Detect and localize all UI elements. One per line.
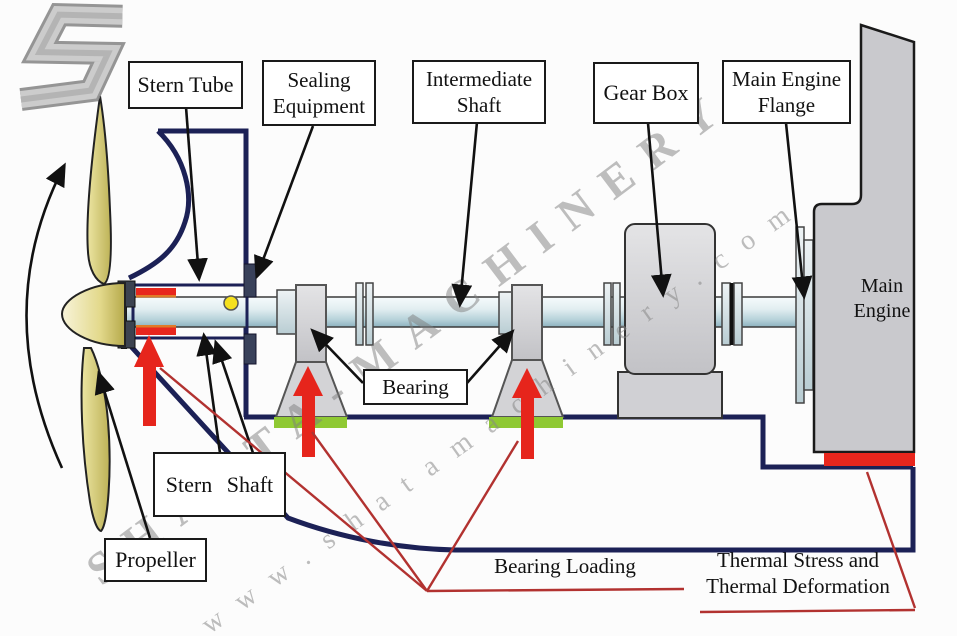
label-stern-shaft: Stern Shaft: [153, 452, 286, 517]
label-flange-line1: Main Engine: [731, 66, 842, 91]
engine-flange-plate-2: [803, 239, 814, 391]
shaft-sleeve-1: [276, 289, 298, 335]
label-bearing: Bearing: [363, 369, 468, 405]
bearing-loading-underline: [426, 587, 685, 593]
propeller-hub: [60, 281, 126, 348]
label-stern-tube-text: Stern Tube: [137, 72, 234, 98]
stern-tube-bearing-lower-liner: [136, 325, 176, 328]
label-flange-line2: Flange: [757, 93, 816, 117]
label-propeller: Propeller: [104, 538, 207, 582]
propeller-boss-plate: [121, 281, 127, 349]
propeller-boss-lower: [117, 320, 136, 349]
bearing-chock-2: [489, 417, 563, 428]
coupling-c-plate-1: [721, 282, 731, 346]
engine-flange-plate-1: [795, 226, 805, 404]
watermark-brand: SHATTA-MACHINERY: [76, 76, 742, 595]
label-main-engine-line1: Main: [860, 275, 904, 297]
label-main-engine: Main Engine: [826, 274, 938, 324]
coupling-b-plate-2: [612, 282, 621, 346]
load-arrow-bearing-2: [512, 368, 542, 459]
coupling-a-plate-2: [365, 282, 374, 346]
seal-block-lower: [243, 333, 257, 365]
label-thermal-line1: Thermal Stress and: [716, 548, 880, 572]
stern-frame-curve: [127, 129, 192, 281]
label-propeller-text: Propeller: [115, 547, 196, 573]
label-sealing-line1: Sealing: [287, 67, 351, 92]
label-sealing-line2: Equipment: [272, 94, 366, 118]
stern-tube-bearing-upper-liner: [136, 295, 176, 298]
engine-seating-thermal-strip: [824, 453, 915, 466]
propeller-pointer: [94, 370, 152, 539]
label-intermediate-line1: Intermediate: [425, 66, 533, 91]
stern-shaft-pointer-1: [196, 332, 222, 454]
sealing-equipment-pointer: [254, 125, 315, 280]
label-bearing-loading-text: Bearing Loading: [494, 554, 636, 578]
label-stern-tube: Stern Tube: [128, 61, 243, 109]
bearing-loading-lead-2: [311, 431, 428, 592]
propeller-rotation-arrow: [25, 162, 66, 469]
label-main-engine-line2: Engine: [853, 300, 911, 322]
label-intermediate-line2: Shaft: [456, 93, 502, 117]
hull-bottom-line: [124, 339, 916, 553]
lubrication-point-dot: [223, 295, 239, 311]
propulsion-shaft: [123, 296, 807, 328]
bearing-housing-2: [511, 284, 543, 361]
bearing-pedestal-2: [490, 359, 565, 418]
stern-tube-bearing-upper: [136, 288, 176, 297]
bearing-housing-1: [295, 284, 327, 363]
engine-room-floor-line: [244, 414, 913, 470]
stern-tube-bore: [131, 283, 249, 340]
propeller-blade-lower: [80, 347, 111, 533]
label-intermediate-shaft: Intermediate Shaft: [412, 60, 546, 124]
stern-tube-casing-line: [158, 128, 249, 417]
label-gear-box-text: Gear Box: [603, 80, 689, 106]
stern-tube-bearing-lower: [136, 326, 176, 335]
label-thermal-stress: Thermal Stress and Thermal Deformation: [697, 547, 899, 600]
brand-logo-s: [19, 2, 126, 111]
engine-flange-pointer: [784, 122, 813, 300]
bearing-pointer-left: [310, 328, 364, 384]
gearbox-body: [624, 223, 716, 375]
bearing-chock-1: [274, 417, 347, 428]
seal-block-upper: [243, 263, 257, 298]
label-bearing-loading: Bearing Loading: [470, 553, 660, 579]
label-gear-box: Gear Box: [593, 62, 699, 124]
label-sealing-equipment: Sealing Equipment: [262, 60, 376, 126]
stern-tube-pointer: [184, 106, 208, 282]
coupling-a-plate-1: [355, 282, 364, 346]
load-arrow-bearing-1: [293, 366, 323, 457]
gearbox-base: [617, 371, 723, 419]
coupling-b-plate-1: [603, 282, 612, 346]
bearing-pedestal-1: [274, 361, 349, 418]
label-bearing-text: Bearing: [382, 374, 449, 399]
shaft-sleeve-2: [498, 291, 514, 335]
coupling-c-gap: [730, 283, 734, 345]
propeller-boss-upper: [117, 280, 136, 308]
load-arrow-stern-bearing: [134, 335, 164, 426]
label-stern-shaft-text: Stern Shaft: [165, 471, 274, 497]
label-thermal-line2: Thermal Deformation: [706, 574, 890, 599]
propeller-blade-upper: [86, 95, 112, 286]
intermediate-shaft-pointer: [451, 121, 479, 308]
coupling-c-plate-2: [733, 282, 743, 346]
thermal-underline: [699, 608, 916, 614]
stern-shaft-pointer-2: [212, 339, 255, 454]
bearing-pointer-right: [466, 329, 515, 384]
gearbox-pointer: [646, 122, 672, 298]
label-main-engine-flange: Main Engine Flange: [722, 60, 851, 124]
